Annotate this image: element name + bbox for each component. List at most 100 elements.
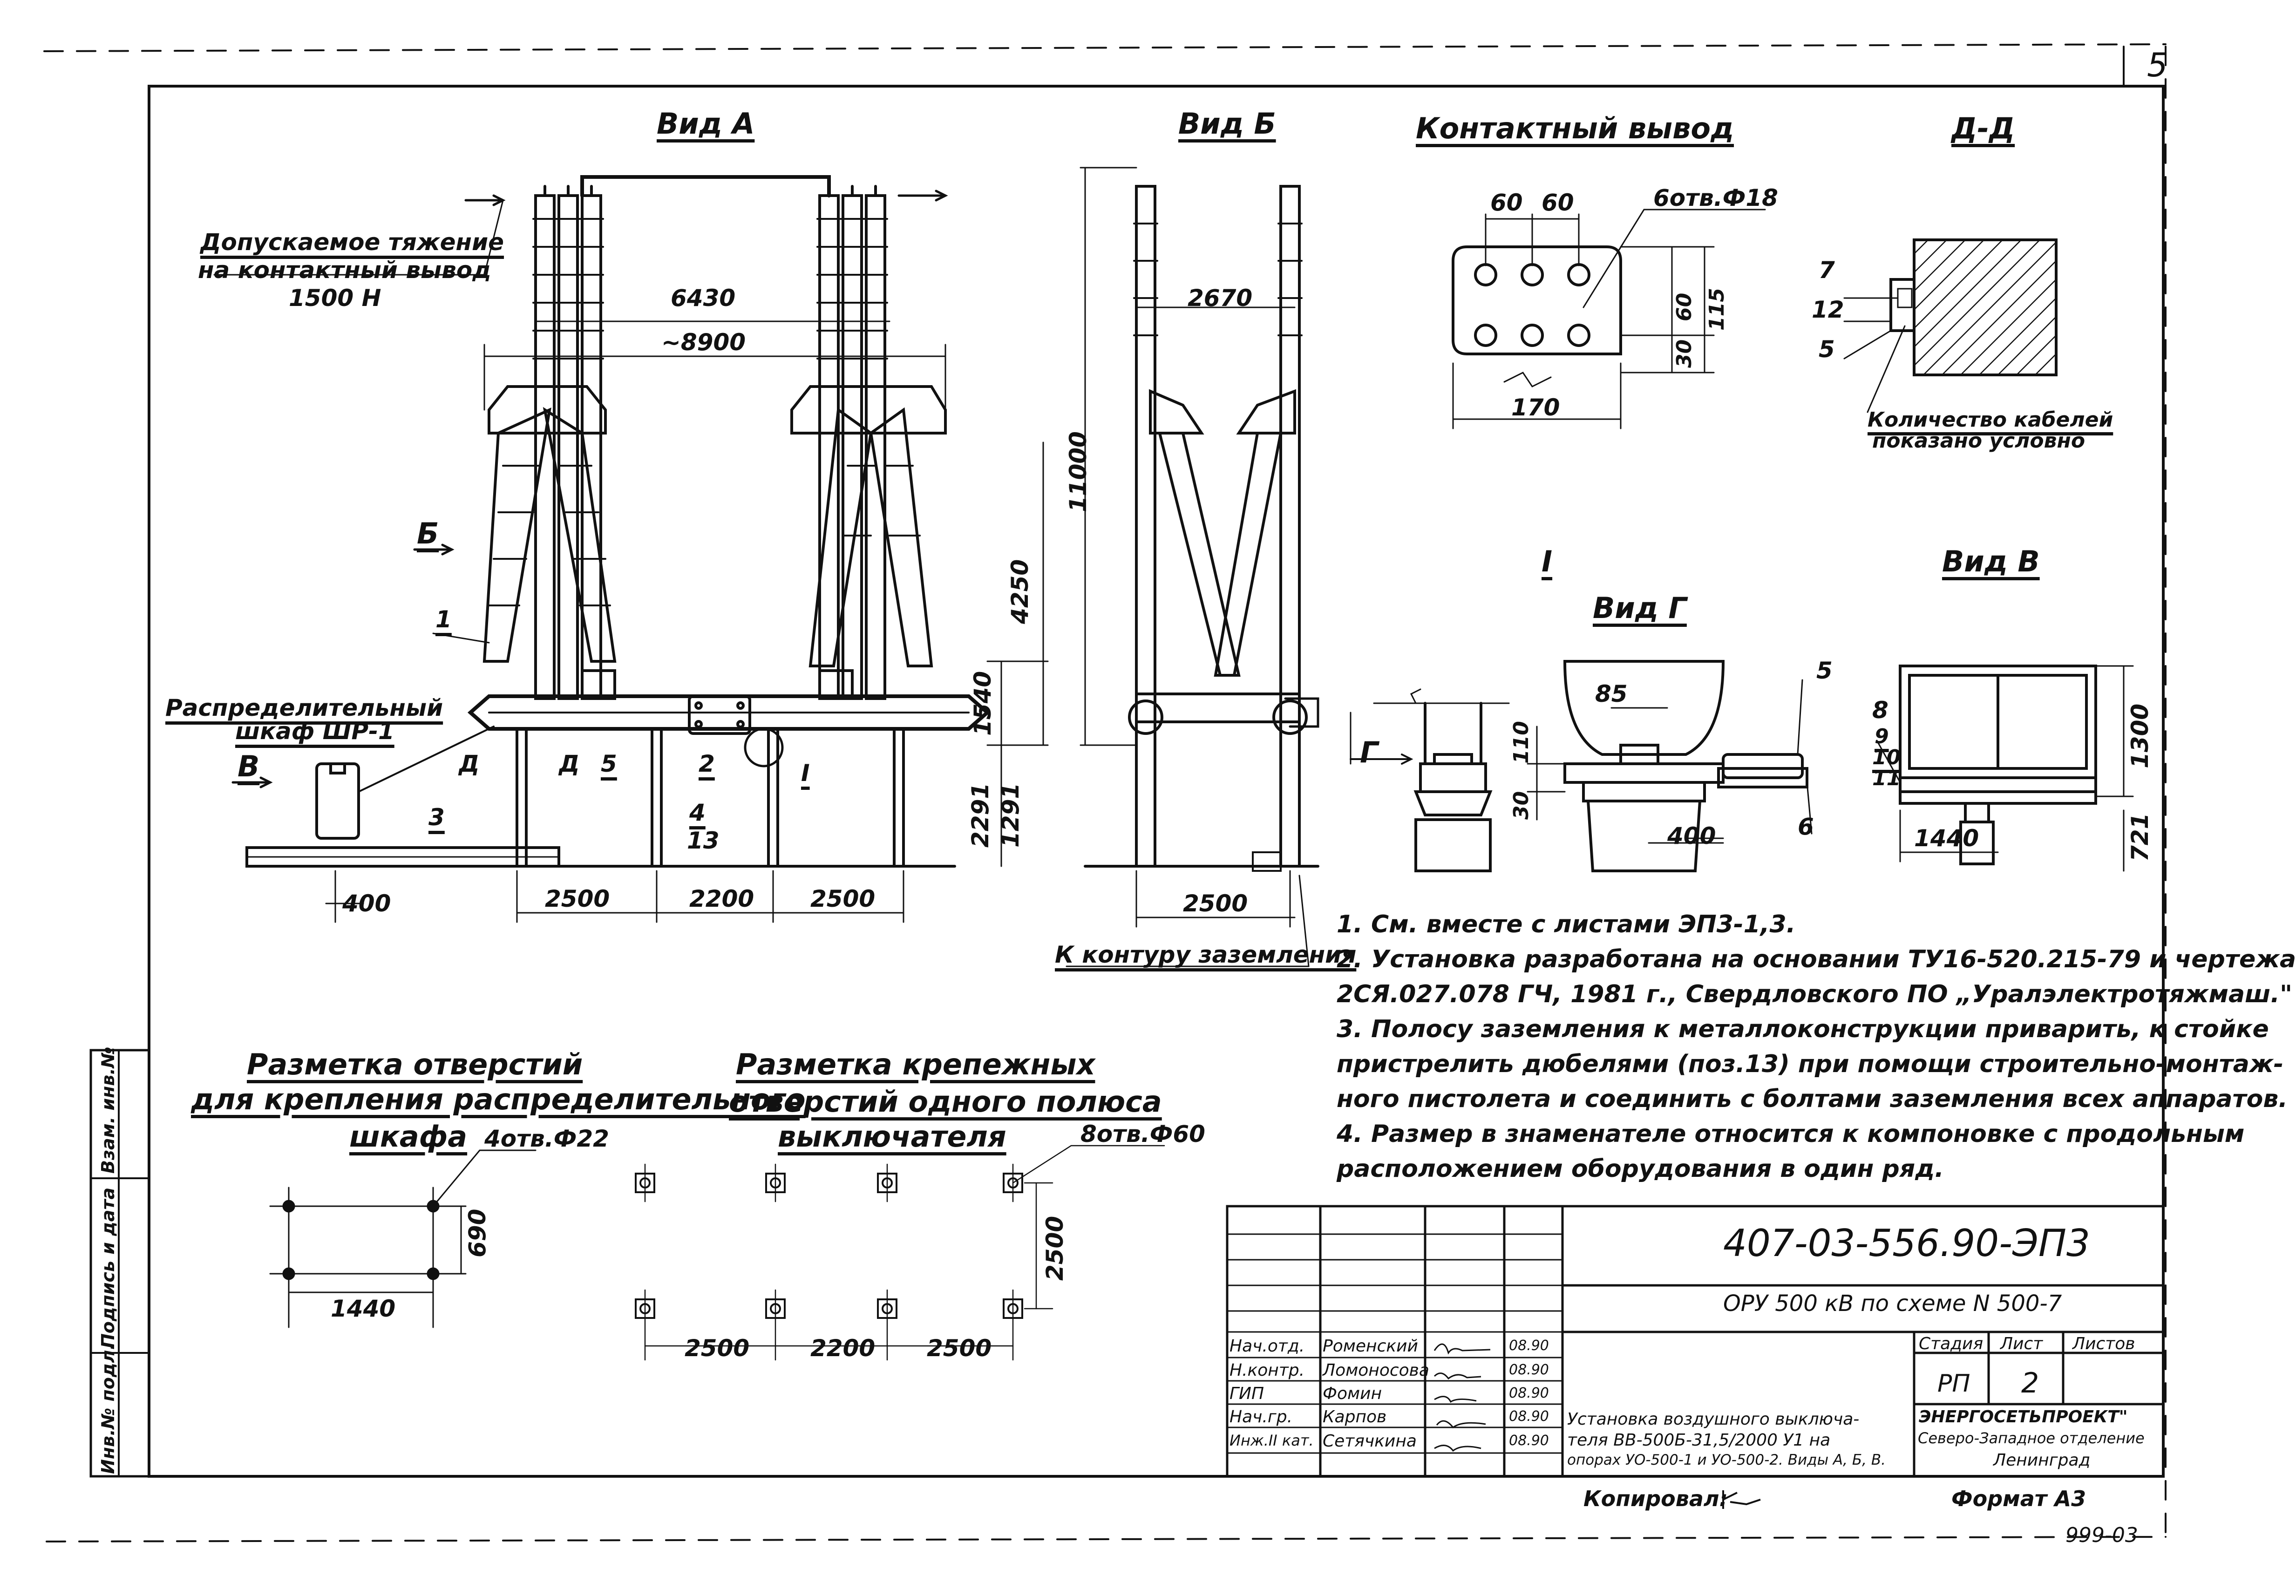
- dim-6430: 6430: [671, 285, 736, 312]
- dim-1291: 1291: [997, 782, 1024, 848]
- contact-terminal-dimensions: [1452, 209, 1766, 429]
- page-number: 5: [2147, 46, 2168, 84]
- copied-by: Копировал:: [1583, 1486, 1728, 1511]
- left-pole-columns: [532, 185, 604, 700]
- organization-line: Ленинград: [1993, 1451, 2091, 1470]
- view-a-dimensions: [213, 190, 1049, 923]
- tension-label-3: 1500 Н: [289, 285, 381, 312]
- pos-5-dd: 5: [1819, 336, 1835, 363]
- description-line: Установка воздушного выключа-: [1567, 1410, 1860, 1429]
- marker-g: Г: [1360, 735, 1379, 769]
- view-v-drawing: [1899, 665, 2097, 865]
- dim-721: 721: [2126, 813, 2153, 862]
- view-g-dimensions: [1527, 679, 1813, 844]
- signature-name: Фомин: [1323, 1384, 1382, 1403]
- view-v-dimensions: [1876, 665, 2134, 872]
- note-line: расположением оборудования в один ряд.: [1337, 1155, 1944, 1183]
- dim-4250: 4250: [1006, 559, 1033, 624]
- section-dd-title: Д-Д: [1951, 111, 2015, 145]
- pos-12: 12: [1812, 296, 1844, 323]
- pole-holes-title-2: отверстий одного полюса: [729, 1085, 1162, 1119]
- pos-6-g: 6: [1798, 813, 1814, 840]
- cable-note-1: Количество кабелей: [1868, 408, 2113, 432]
- signature-name: Роменский: [1323, 1337, 1418, 1356]
- dim-1300: 1300: [2126, 703, 2153, 768]
- signature-date: 08.90: [1509, 1433, 1549, 1449]
- dim-1440-v: 1440: [1914, 825, 1979, 852]
- organization-line: Северо-Западное отделение: [1918, 1429, 2145, 1447]
- cabinet-holes-drawing: [269, 1149, 537, 1328]
- format-label: Формат А3: [1951, 1486, 2086, 1511]
- dim-30-g: 30: [1509, 791, 1533, 820]
- stage-header: Стадия: [1919, 1334, 1984, 1353]
- note-line: 4. Размер в знаменателе относится к комп…: [1337, 1120, 2245, 1148]
- sheet-value: 2: [2021, 1367, 2039, 1399]
- marker-d2: Д: [559, 750, 580, 777]
- marker-d1: Д: [459, 750, 480, 777]
- cabinet-holes-title-2: для крепления распределительного: [191, 1082, 806, 1116]
- view-a-drawing: [245, 175, 991, 868]
- dim-2200-ph: 2200: [810, 1335, 876, 1362]
- project-name: ОРУ 500 кВ по схеме N 500-7: [1723, 1290, 2062, 1317]
- pos-4: 4: [689, 799, 706, 826]
- tension-label-1: Допускаемое тяжение: [200, 229, 504, 256]
- note-line: 3. Полосу заземления к металлоконструкци…: [1337, 1015, 2269, 1043]
- dim-2200: 2200: [689, 885, 754, 912]
- marker-b: Б: [417, 516, 439, 550]
- description-line: опорах УО-500-1 и УО-500-2. Виды А, Б, В…: [1567, 1452, 1886, 1468]
- signature-date: 08.90: [1509, 1408, 1549, 1425]
- pos-13: 13: [687, 827, 720, 854]
- view-b-title: Вид Б: [1178, 107, 1276, 141]
- sheet-header: Лист: [2000, 1334, 2043, 1353]
- pos-10: 10: [1872, 746, 1901, 769]
- note-line: ного пистолета и соединить с болтами заз…: [1337, 1085, 2288, 1113]
- pole-holes-title-1: Разметка крепежных: [736, 1047, 1095, 1081]
- tension-label-2: на контактный вывод: [198, 257, 491, 284]
- note-line: 1. См. вместе с листами ЭП3-1,3.: [1337, 910, 1796, 938]
- dim-2500-ph-r: 2500: [927, 1335, 992, 1362]
- dim-690: 690: [464, 1209, 491, 1257]
- pos-5: 5: [601, 750, 617, 777]
- signature-name: Сетячкина: [1323, 1432, 1417, 1451]
- view-g-drawing: [1350, 660, 1808, 872]
- pole-holes-count: 8отв.Ф60: [1080, 1121, 1205, 1148]
- side-sign-date: Подпись и дата: [98, 1187, 118, 1348]
- view-b-drawing: [1084, 185, 1319, 872]
- pos-9: 9: [1875, 725, 1889, 748]
- right-pole-columns: [816, 185, 888, 700]
- dim-400-g: 400: [1667, 822, 1716, 849]
- pos-8: 8: [1872, 697, 1888, 724]
- pos-2: 2: [699, 750, 715, 777]
- dim-2670: 2670: [1188, 285, 1253, 312]
- archive-stamp: 999-03: [2065, 1523, 2138, 1547]
- dim-60b: 60: [1542, 189, 1574, 216]
- note-line: пристрелить дюбелями (поз.13) при помощи…: [1337, 1050, 2284, 1078]
- cable-note-2: показано условно: [1872, 429, 2085, 453]
- sheet-frame: [43, 43, 2167, 1542]
- cabinet-holes-count: 4отв.Ф22: [484, 1125, 609, 1152]
- pos-7: 7: [1819, 257, 1835, 284]
- dim-2500-right: 2500: [810, 885, 876, 912]
- signature-role: Нач.отд.: [1230, 1337, 1305, 1356]
- signature-date: 08.90: [1509, 1362, 1549, 1378]
- dim-30: 30: [1672, 339, 1696, 368]
- pos-3: 3: [428, 804, 445, 831]
- dim-60v: 60: [1672, 292, 1696, 321]
- signature-date: 08.90: [1509, 1385, 1549, 1401]
- side-replace-inv: Взам. инв.№: [98, 1046, 118, 1174]
- view-g-title: Вид Г: [1593, 591, 1687, 625]
- contact-terminal-drawing: [1452, 245, 1622, 387]
- detail-i-marker: I: [801, 760, 810, 787]
- sheets-header: Листов: [2072, 1334, 2135, 1353]
- dim-60a: 60: [1490, 189, 1523, 216]
- pole-holes-title-3: выключателя: [778, 1120, 1006, 1154]
- dim-400: 400: [342, 890, 391, 917]
- signature-role: Инж.II кат.: [1230, 1432, 1314, 1449]
- detail-i-title: I: [1542, 544, 1553, 578]
- view-a-title: Вид А: [657, 107, 755, 141]
- dim-2500-left: 2500: [545, 885, 610, 912]
- doc-code: 407-03-556.90-ЭП3: [1723, 1222, 2090, 1265]
- signature-role: Нач.гр.: [1230, 1407, 1293, 1426]
- view-v-title: Вид В: [1942, 544, 2040, 578]
- pos-11: 11: [1872, 767, 1901, 790]
